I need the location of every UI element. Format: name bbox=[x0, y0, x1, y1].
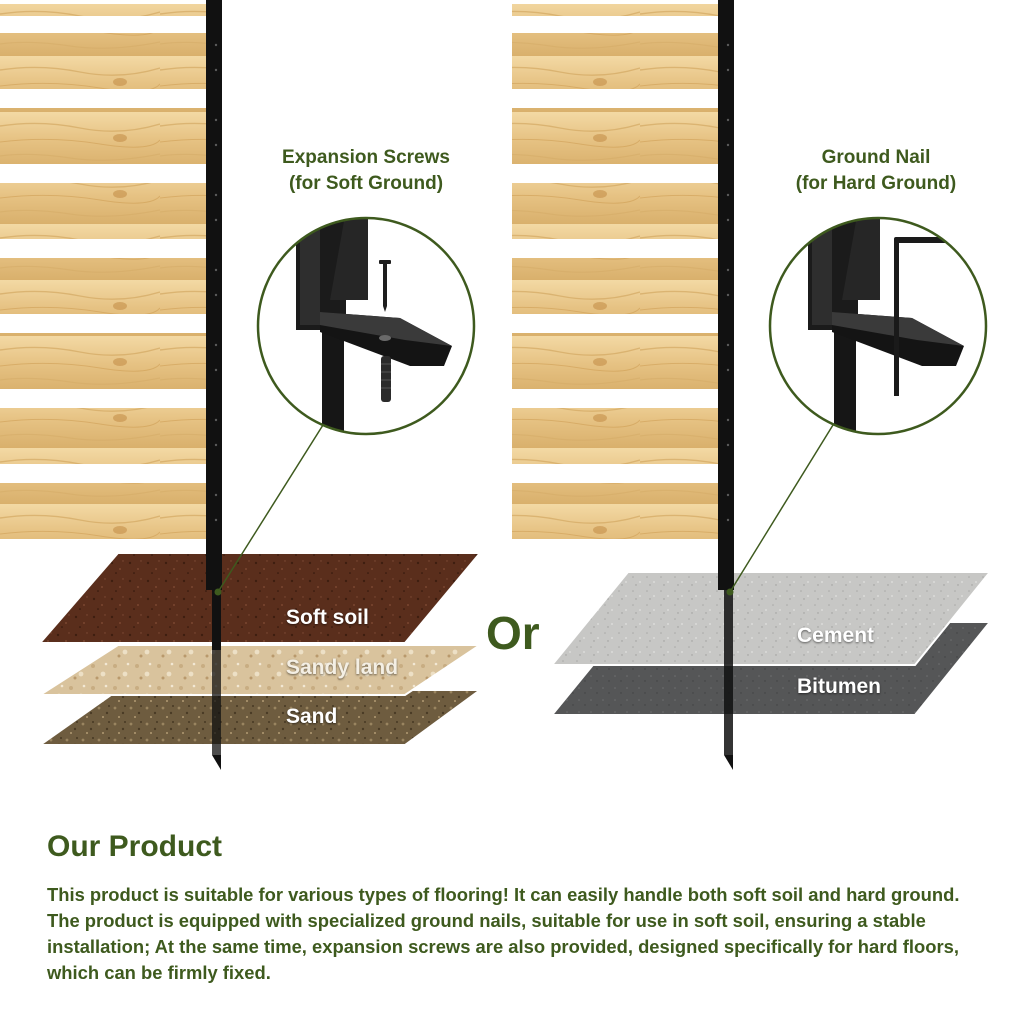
expansion-screws-title: Expansion Screws (for Soft Ground) bbox=[236, 145, 496, 197]
right-fence-boards bbox=[512, 4, 718, 539]
left-fence-boards bbox=[0, 4, 206, 539]
product-heading: Our Product bbox=[47, 830, 223, 863]
ground-nail-detail bbox=[768, 216, 988, 436]
product-section: Our Product This product is suitable for… bbox=[47, 828, 987, 986]
product-description: This product is suitable for various typ… bbox=[47, 884, 960, 983]
expansion-screws-title-line2: (for Soft Ground) bbox=[288, 173, 444, 194]
or-label: Or bbox=[486, 607, 540, 659]
left-ground-layers bbox=[36, 552, 484, 746]
cement-label: Cement bbox=[797, 624, 875, 647]
ground-nail-title-line1: Ground Nail bbox=[821, 147, 931, 168]
ground-nail-title: Ground Nail (for Hard Ground) bbox=[746, 145, 1006, 197]
left-fence-post bbox=[206, 0, 222, 770]
right-fence-post bbox=[718, 0, 734, 770]
expansion-screw-detail bbox=[256, 216, 476, 436]
illustration-scene bbox=[0, 0, 993, 770]
expansion-screws-title-line1: Expansion Screws bbox=[282, 147, 450, 168]
soft-soil-label: Soft soil bbox=[286, 606, 369, 629]
sandy-land-label: Sandy land bbox=[286, 656, 399, 679]
right-pointer-line bbox=[729, 424, 834, 593]
ground-nail-title-line2: (for Hard Ground) bbox=[795, 173, 957, 194]
left-pointer-line bbox=[217, 424, 324, 593]
bitumen-label: Bitumen bbox=[797, 675, 881, 698]
sand-label: Sand bbox=[286, 705, 338, 728]
right-ground-layers bbox=[549, 571, 993, 716]
